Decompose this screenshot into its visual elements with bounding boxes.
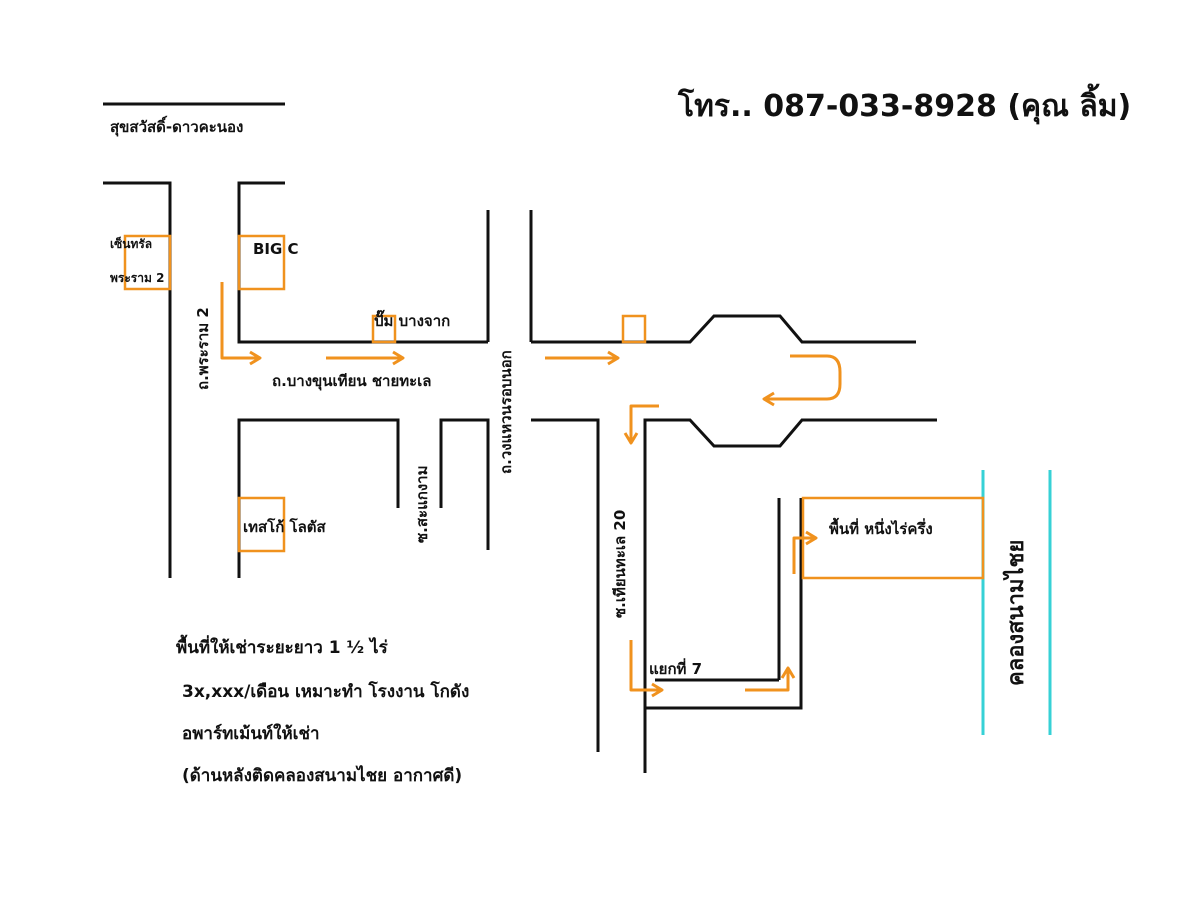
bigc-box — [237, 234, 286, 291]
pump-label: ปั๊ม บางจาก — [374, 312, 451, 330]
arrow-rama2 — [220, 282, 262, 366]
arrow-bangkhuntien-1 — [326, 350, 405, 366]
plot-label: พื้นที่ หนึ่งไร่ครึ่ง — [829, 520, 933, 538]
info-line-2: 3x,xxx/เดือน เหมาะทำ โรงงาน โกดัง — [182, 682, 470, 702]
road-bangkhuntien-top — [531, 314, 916, 344]
arrow-to-plot — [792, 530, 818, 574]
road-rama2-left — [103, 181, 172, 578]
plot-box — [801, 496, 985, 580]
arrow-junction7 — [745, 666, 796, 692]
phone-number: โทร.. 087-033-8928 (คุณ ลิ้ม) — [678, 89, 1132, 124]
road-soi-sanaengam — [439, 418, 490, 550]
road-label-rama2: ถ.พระราม 2 — [194, 307, 212, 390]
road-label-soi-sanaengam: ซ.สะแกงาม — [413, 465, 431, 543]
arrow-soi20-down — [629, 640, 664, 698]
road-junction7 — [643, 498, 803, 710]
roads — [103, 181, 937, 773]
central-box — [123, 234, 172, 291]
tesco-box — [237, 496, 286, 553]
arrow-turn-soi20 — [623, 404, 659, 445]
area-name: สุขสวัสดิ์-ดาวคะนอง — [110, 118, 244, 136]
road-bangkhuntien-bottom-right — [643, 418, 937, 773]
tesco-label: เทสโก้ โลตัส — [243, 518, 326, 536]
route-arrows — [220, 282, 842, 698]
arrow-bangkhuntien-2 — [545, 350, 620, 366]
arrow-uturn — [762, 354, 842, 407]
bigc-label: BIG C — [253, 240, 299, 258]
canal-label: คลองสนามไชย — [1004, 539, 1029, 686]
info-line-1: พื้นที่ให้เช่าระยะยาว 1 ½ ไร่ — [176, 638, 388, 658]
info-line-4: (ด้านหลังติดคลองสนามไชย อากาศดี) — [182, 766, 463, 786]
junction7-label: แยกที่ 7 — [649, 660, 703, 678]
info-line-3: อพาร์ทเม้นท์ให้เช่า — [182, 724, 320, 744]
pump-box — [371, 314, 397, 344]
road-rama2-right — [237, 181, 488, 344]
road-label-ring-road: ถ.วงแหวนรอบนอก — [497, 350, 515, 474]
road-label-soi-tientalay20: ซ.เทียนทะเล 20 — [611, 509, 629, 618]
small-box — [621, 314, 647, 344]
central-label-line2: พระราม 2 — [110, 271, 165, 285]
road-label-bangkhuntien: ถ.บางขุนเทียน ชายทะเล — [272, 372, 432, 390]
road-bangkhuntien-bottom — [531, 418, 600, 752]
central-label-line1: เซ็นทรัล — [110, 237, 153, 251]
